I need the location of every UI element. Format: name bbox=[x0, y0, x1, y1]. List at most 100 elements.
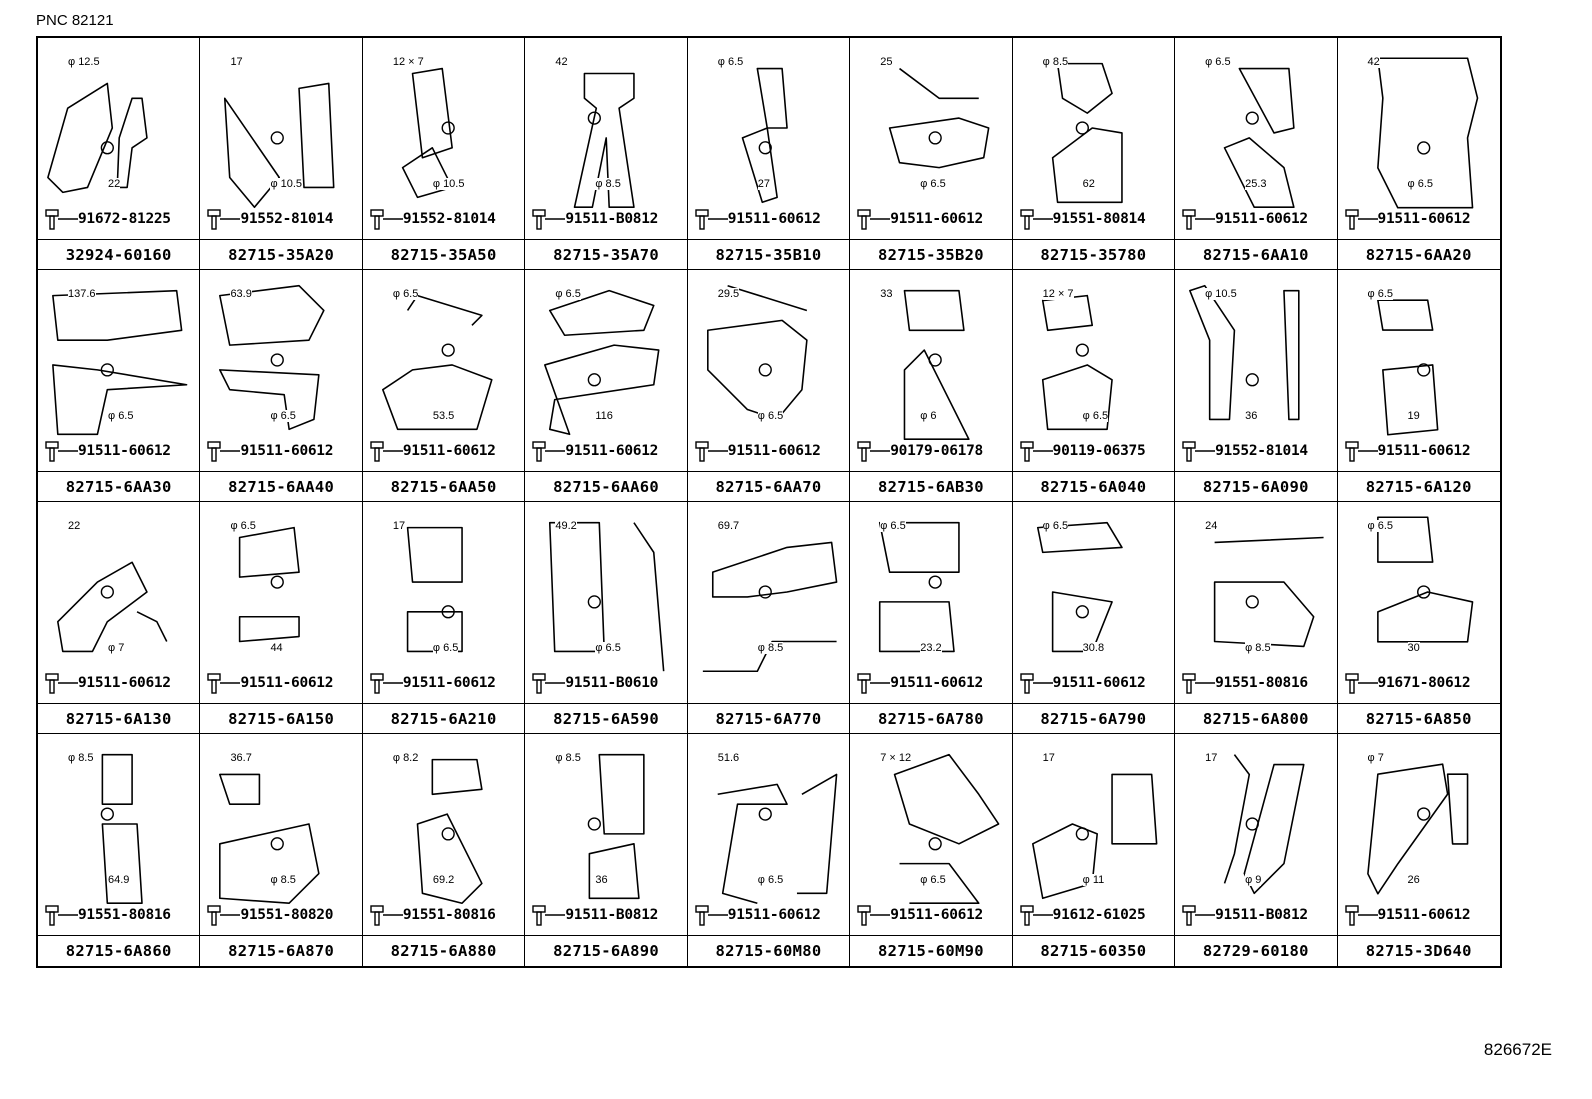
bolt-icon bbox=[1344, 673, 1378, 694]
dimension-label: 69.7 bbox=[717, 520, 740, 532]
dimension-label: φ 7 bbox=[1367, 752, 1384, 764]
bolt-part-number: 91552-81014 bbox=[402, 211, 496, 227]
part-number[interactable]: 82715-35B10 bbox=[687, 239, 850, 269]
part-number[interactable]: 82715-6A790 bbox=[1012, 703, 1175, 733]
part-number[interactable]: 82715-6A120 bbox=[1337, 471, 1500, 501]
part-number[interactable]: 82715-6AA30 bbox=[38, 471, 200, 501]
part-number[interactable]: 82715-60M80 bbox=[687, 935, 850, 966]
part-number[interactable]: 82715-6A880 bbox=[362, 935, 525, 966]
part-number[interactable]: 82715-6A210 bbox=[362, 703, 525, 733]
part-number[interactable]: 82715-60350 bbox=[1012, 935, 1175, 966]
bracket-outline bbox=[1036, 521, 1123, 653]
part-number[interactable]: 82715-6A800 bbox=[1175, 703, 1337, 733]
part-number[interactable]: 82715-6AA20 bbox=[1337, 239, 1500, 269]
bolt-callout: 91511-60612 bbox=[856, 670, 983, 696]
bolt-icon bbox=[45, 905, 78, 926]
part-number[interactable]: 32924-60160 bbox=[38, 239, 200, 269]
part-number[interactable]: 82715-35B20 bbox=[850, 239, 1012, 269]
part-number[interactable]: 82715-6A780 bbox=[850, 703, 1012, 733]
part-number[interactable]: 82715-6A130 bbox=[38, 703, 200, 733]
bolt-icon bbox=[1019, 209, 1053, 230]
bolt-hole bbox=[441, 605, 455, 619]
part-number[interactable]: 82715-3D640 bbox=[1337, 935, 1500, 966]
part-number[interactable]: 82715-60M90 bbox=[850, 935, 1012, 966]
part-number[interactable]: 82715-6A890 bbox=[525, 935, 687, 966]
part-drawing bbox=[100, 753, 143, 905]
part-number[interactable]: 82715-35A20 bbox=[200, 239, 362, 269]
part-number[interactable]: 82715-6A090 bbox=[1175, 471, 1337, 501]
part-number[interactable]: 82715-6AA10 bbox=[1175, 239, 1337, 269]
dimension-label: 33 bbox=[880, 288, 893, 300]
bracket-outline bbox=[416, 758, 483, 905]
part-number[interactable]: 82715-6A860 bbox=[38, 935, 200, 966]
bracket-outline bbox=[544, 289, 660, 436]
bolt-hole bbox=[100, 807, 114, 821]
part-number[interactable]: 82715-6A150 bbox=[200, 703, 362, 733]
part-drawing bbox=[879, 521, 960, 653]
part-number[interactable]: 82715-35780 bbox=[1012, 239, 1175, 269]
part-number[interactable]: 82715-35A50 bbox=[362, 239, 525, 269]
bolt-part-number: 91551-80816 bbox=[78, 907, 171, 923]
part-number[interactable]: 82729-60180 bbox=[1175, 935, 1337, 966]
part-number[interactable]: 82715-6AB30 bbox=[850, 471, 1012, 501]
bolt-hole bbox=[928, 575, 943, 589]
part-number[interactable]: 82715-35A70 bbox=[525, 239, 687, 269]
bolt-hole bbox=[588, 111, 602, 125]
bolt-hole bbox=[441, 827, 455, 841]
bolt-callout: 91511-60612 bbox=[44, 438, 171, 464]
part-number[interactable]: 82715-6AA60 bbox=[525, 471, 687, 501]
part-number[interactable]: 82715-6A850 bbox=[1337, 703, 1500, 733]
part-number[interactable]: 82715-6A770 bbox=[687, 703, 850, 733]
part-number[interactable]: 82715-6A870 bbox=[200, 935, 362, 966]
part-number[interactable]: 82715-6AA50 bbox=[362, 471, 525, 501]
part-drawing bbox=[416, 758, 483, 905]
bolt-part-number: 91511-60612 bbox=[78, 675, 171, 691]
part-number[interactable]: 82715-6AA70 bbox=[687, 471, 850, 501]
part-number[interactable]: 82715-6AA40 bbox=[200, 471, 362, 501]
bolt-hole bbox=[758, 363, 772, 377]
bolt-hole bbox=[1075, 605, 1089, 619]
bolt-part-number: 90179-06178 bbox=[890, 443, 983, 459]
bolt-icon bbox=[1019, 673, 1053, 694]
bracket-outline bbox=[706, 284, 808, 421]
bracket-outline bbox=[219, 773, 321, 905]
part-number[interactable]: 82715-6A040 bbox=[1012, 471, 1175, 501]
part-number[interactable]: 82715-6A590 bbox=[525, 703, 687, 733]
